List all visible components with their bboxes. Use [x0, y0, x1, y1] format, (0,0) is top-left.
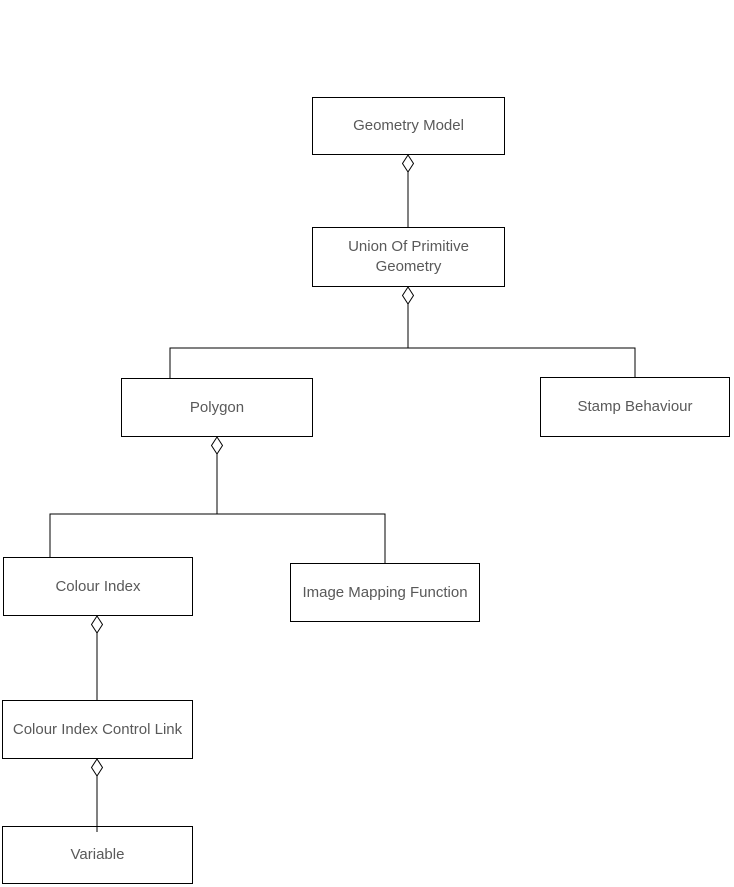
node-stamp-behaviour: Stamp Behaviour [540, 377, 730, 437]
aggregation-diamond-icon [90, 758, 104, 777]
aggregation-diamond-icon [401, 154, 415, 173]
node-label: Geometry Model [353, 117, 464, 134]
node-label: Colour Index [55, 577, 141, 595]
node-image-mapping-function: Image Mapping Function [290, 563, 480, 622]
node-label: Stamp Behaviour [577, 398, 693, 415]
node-colour-index: Colour Index [3, 557, 193, 616]
edge-union-branch-line [169, 347, 636, 378]
node-label: Polygon [189, 398, 245, 416]
node-label: Colour Index Control Link [12, 720, 183, 738]
aggregation-diamond-icon [90, 615, 104, 634]
aggregation-diamond-icon [210, 436, 224, 455]
node-union-of-primitive-geometry: Union Of Primitive Geometry [312, 227, 505, 287]
node-label: Union Of Primitive Geometry [348, 238, 469, 275]
node-label: Variable [70, 846, 125, 863]
node-colour-index-control-link: Colour Index Control Link [2, 700, 193, 759]
node-label: Image Mapping Function [302, 583, 468, 601]
node-variable: Variable [2, 826, 193, 884]
aggregation-diamond-icon [401, 286, 415, 305]
edge-polygon-branch-line [49, 513, 386, 563]
node-geometry-model: Geometry Model [312, 97, 505, 155]
node-polygon: Polygon [121, 378, 313, 437]
